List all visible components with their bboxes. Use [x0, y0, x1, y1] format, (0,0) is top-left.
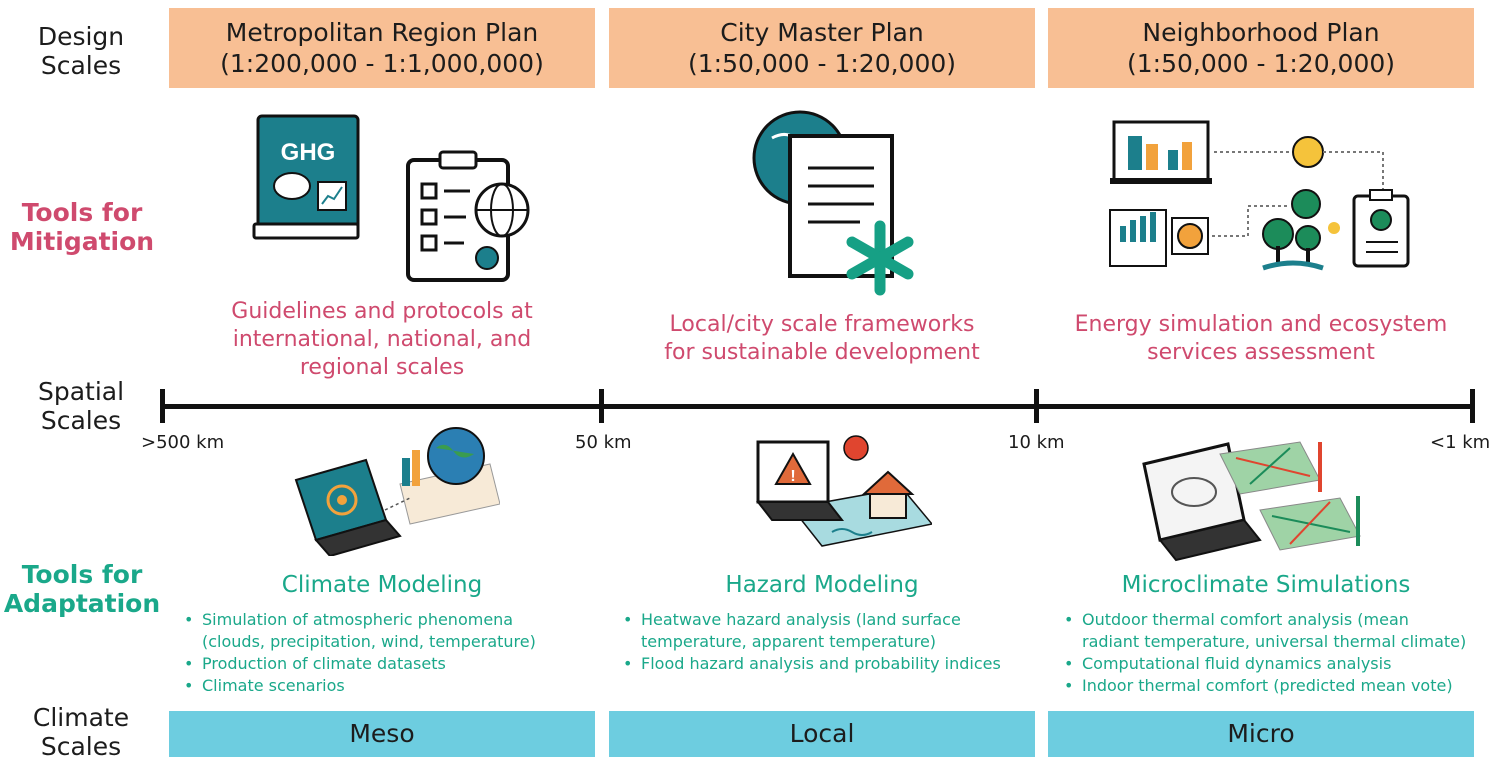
- design-scale-range: (1:200,000 - 1:1,000,000): [220, 49, 544, 78]
- design-scale-name: Neighborhood Plan: [1142, 18, 1380, 47]
- climate-scale-meso: Meso: [169, 711, 595, 757]
- spatial-scale-axis: [162, 404, 1474, 409]
- axis-tick: [599, 389, 604, 423]
- climate-scales-label: Climate Scales: [32, 703, 130, 759]
- adaptation-title-climate: Climate Modeling: [281, 572, 483, 598]
- tools-for-mitigation-label: Tools for Mitigation: [9, 198, 155, 256]
- axis-tick: [160, 389, 165, 423]
- list-item: Computational fluid dynamics analysis: [1058, 653, 1503, 675]
- tick-label-10km: 10 km: [1008, 432, 1065, 453]
- design-scale-range: (1:50,000 - 1:20,000): [687, 49, 957, 78]
- list-item: Outdoor thermal comfort analysis (mean r…: [1058, 609, 1503, 653]
- design-scale-city: City Master Plan (1:50,000 - 1:20,000): [609, 8, 1035, 88]
- mitigation-text-metropolitan: Guidelines and protocols at internationa…: [231, 299, 533, 380]
- svg-text:!: !: [790, 468, 795, 485]
- microclimate-laptop-icon: [1142, 441, 1361, 562]
- climate-scale-local: Local: [609, 711, 1035, 757]
- tools-for-adaptation-label: Tools for Adaptation: [3, 560, 161, 618]
- design-scale-name: City Master Plan: [720, 18, 924, 47]
- list-item: Heatwave hazard analysis (land surface t…: [617, 609, 1037, 653]
- adaptation-title-hazard: Hazard Modeling: [725, 572, 919, 598]
- mitigation-text-city: Local/city scale frameworks for sustaina…: [664, 312, 980, 365]
- globe-document-icon: [752, 110, 914, 296]
- adaptation-bullets-climate: Simulation of atmospheric phenomena (clo…: [178, 609, 598, 697]
- design-scale-name: Metropolitan Region Plan: [225, 18, 539, 47]
- hazard-laptop-icon: !: [755, 435, 932, 547]
- tick-label-50km: 50 km: [575, 432, 632, 453]
- axis-tick: [1470, 389, 1475, 423]
- list-item: Indoor thermal comfort (predicted mean v…: [1058, 675, 1503, 697]
- climate-scale-micro: Micro: [1048, 711, 1474, 757]
- design-scale-range: (1:50,000 - 1:20,000): [1126, 49, 1396, 78]
- design-scale-neighborhood: Neighborhood Plan (1:50,000 - 1:20,000): [1048, 8, 1474, 88]
- list-item: Flood hazard analysis and probability in…: [617, 653, 1037, 675]
- ghg-text: GHG: [281, 139, 336, 166]
- energy-ecosystem-icon: [1109, 120, 1410, 271]
- adaptation-title-microclimate: Microclimate Simulations: [1121, 572, 1411, 598]
- mitigation-text-neighborhood: Energy simulation and ecosystem services…: [1074, 312, 1448, 365]
- tick-label-1km: <1 km: [1430, 432, 1491, 453]
- adaptation-bullets-microclimate: Outdoor thermal comfort analysis (mean r…: [1058, 609, 1503, 697]
- adaptation-bullets-hazard: Heatwave hazard analysis (land surface t…: [617, 609, 1037, 675]
- axis-tick: [1034, 389, 1039, 423]
- spatial-scales-label: Spatial Scales: [37, 377, 125, 435]
- tick-label-500km: >500 km: [141, 432, 225, 453]
- list-item: Production of climate datasets: [178, 653, 598, 675]
- design-scales-label: Design Scales: [37, 22, 125, 80]
- design-scale-metropolitan: Metropolitan Region Plan (1:200,000 - 1:…: [169, 8, 595, 88]
- ghg-book-icon: GHG: [252, 114, 530, 282]
- climate-laptop-icon: [294, 427, 500, 556]
- list-item: Climate scenarios: [178, 675, 598, 697]
- list-item: Simulation of atmospheric phenomena (clo…: [178, 609, 598, 653]
